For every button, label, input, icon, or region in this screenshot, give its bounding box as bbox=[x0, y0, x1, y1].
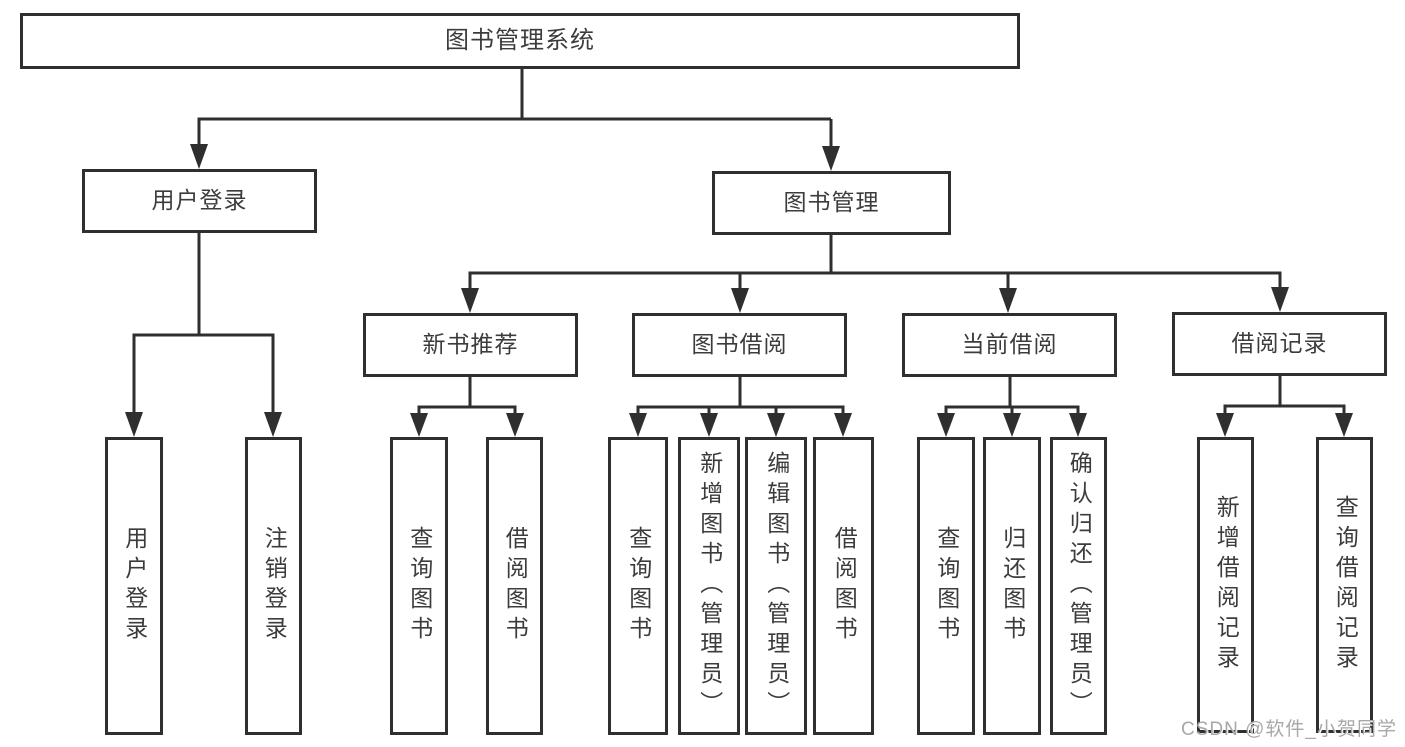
node-label: 用户登录 bbox=[121, 526, 148, 646]
leaf-bb-edit-books-admin: 编辑图书（管理员） bbox=[745, 437, 807, 735]
leaf-cb-confirm-return-admin: 确认归还（管理员） bbox=[1050, 437, 1107, 735]
node-label: 查询图书 bbox=[406, 526, 433, 646]
node-label: 新增借阅记录 bbox=[1213, 495, 1240, 675]
node-label: 图书借阅 bbox=[691, 331, 788, 358]
node-label: 用户登录 bbox=[151, 187, 248, 214]
node-label: 借阅图书 bbox=[831, 526, 858, 646]
node-label: 当前借阅 bbox=[961, 331, 1058, 358]
leaf-logout: 注销登录 bbox=[245, 437, 302, 735]
node-label: 新书推荐 bbox=[422, 331, 519, 358]
node-label: 注销登录 bbox=[261, 526, 288, 646]
node-new-book-recommendation: 新书推荐 bbox=[363, 313, 578, 377]
leaf-nb-borrow-books: 借阅图书 bbox=[486, 437, 543, 735]
leaf-nb-query-books: 查询图书 bbox=[390, 437, 448, 735]
node-label: 新增图书（管理员） bbox=[696, 451, 723, 721]
node-label: 编辑图书（管理员） bbox=[763, 451, 790, 721]
node-user-login: 用户登录 bbox=[82, 169, 317, 233]
node-label: 借阅记录 bbox=[1231, 330, 1328, 357]
node-label: 查询图书 bbox=[625, 526, 652, 646]
node-label: 归还图书 bbox=[999, 526, 1026, 646]
node-book-management: 图书管理 bbox=[712, 171, 951, 235]
leaf-bb-query-books: 查询图书 bbox=[608, 437, 668, 735]
node-library-management-system: 图书管理系统 bbox=[20, 13, 1020, 69]
leaf-user-login: 用户登录 bbox=[105, 437, 163, 735]
leaf-bb-borrow-books: 借阅图书 bbox=[813, 437, 874, 735]
node-label: 借阅图书 bbox=[502, 526, 529, 646]
node-label: 图书管理系统 bbox=[445, 26, 595, 54]
leaf-bb-add-books-admin: 新增图书（管理员） bbox=[678, 437, 740, 735]
leaf-br-query-record: 查询借阅记录 bbox=[1316, 437, 1373, 733]
node-borrowing-records: 借阅记录 bbox=[1172, 312, 1387, 376]
leaf-cb-query-books: 查询图书 bbox=[917, 437, 975, 735]
node-label: 查询图书 bbox=[933, 526, 960, 646]
node-book-borrowing: 图书借阅 bbox=[632, 313, 847, 377]
watermark-text: CSDN @软件_小贺同学 bbox=[1181, 719, 1397, 740]
leaf-cb-return-books: 归还图书 bbox=[983, 437, 1041, 735]
leaf-br-add-record: 新增借阅记录 bbox=[1197, 437, 1254, 733]
node-label: 图书管理 bbox=[783, 189, 880, 216]
node-current-borrowing: 当前借阅 bbox=[902, 313, 1117, 377]
node-label: 查询借阅记录 bbox=[1332, 495, 1359, 675]
node-label: 确认归还（管理员） bbox=[1066, 451, 1093, 721]
